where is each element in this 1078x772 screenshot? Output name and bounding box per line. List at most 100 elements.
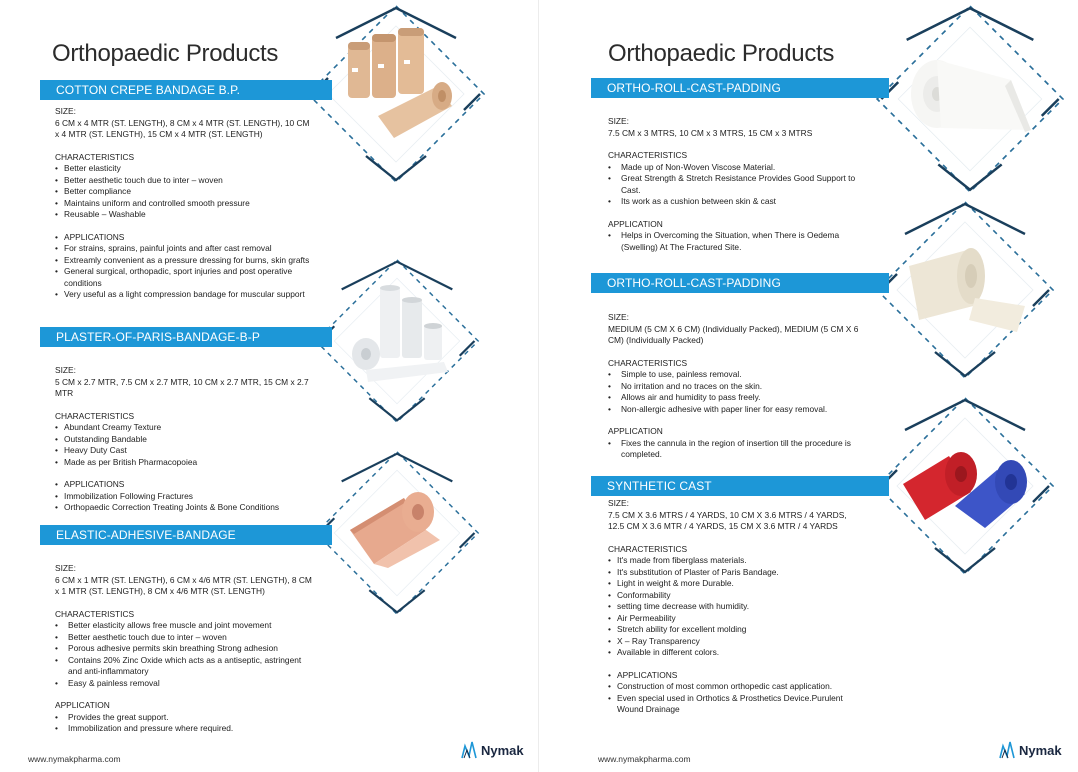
list-item: It's made from fiberglass materials. bbox=[608, 555, 863, 567]
synthetic-cast-image bbox=[903, 452, 1027, 528]
size-label: SIZE: bbox=[55, 365, 76, 375]
list-item: Immobilization Following Fractures bbox=[55, 491, 313, 503]
cotton-crepe-bandage-image bbox=[348, 28, 452, 138]
list-item: Contains 20% Zinc Oxide which acts as a … bbox=[55, 655, 313, 678]
characteristics-label: CHARACTERISTICS bbox=[55, 410, 135, 421]
list-item: Non-allergic adhesive with paper liner f… bbox=[608, 404, 863, 416]
list-item: Very useful as a light compression banda… bbox=[55, 289, 313, 301]
characteristics-label: CHARACTERISTICS bbox=[55, 608, 135, 619]
nymak-logo: Nymak bbox=[460, 740, 524, 760]
plaster-heading: PLASTER-OF-PARIS-BANDAGE-B-P bbox=[40, 327, 332, 347]
roll2-details: SIZE: MEDIUM (5 CM X 6 CM) (Individually… bbox=[608, 312, 863, 461]
list-item: Better aesthetic touch due to inter – wo… bbox=[55, 632, 313, 644]
applications-list: APPLICATIONS For strains, sprains, painf… bbox=[55, 232, 313, 301]
list-item: Orthopaedic Correction Treating Joints &… bbox=[55, 502, 313, 514]
logo-text: Nymak bbox=[481, 742, 524, 758]
ortho-roll-padding-image-1 bbox=[911, 60, 1031, 132]
characteristics-list: Simple to use, painless removal. No irri… bbox=[608, 369, 863, 415]
list-item: Made as per British Pharmacopoiea bbox=[55, 457, 313, 469]
list-item: Allows air and humidity to pass freely. bbox=[608, 392, 863, 404]
list-item: Stretch ability for excellent molding bbox=[608, 624, 863, 636]
list-item: Abundant Creamy Texture bbox=[55, 422, 313, 434]
list-item: Better elasticity bbox=[55, 163, 313, 175]
characteristics-list: Better elasticity allows free muscle and… bbox=[55, 620, 313, 689]
applications-list: APPLICATIONS Construction of most common… bbox=[608, 670, 863, 716]
list-item: Outstanding Bandable bbox=[55, 434, 313, 446]
list-item: No irritation and no traces on the skin. bbox=[608, 381, 863, 393]
characteristics-list: Made up of Non-Woven Viscose Material. G… bbox=[608, 162, 863, 208]
applications-label: APPLICATION bbox=[608, 218, 663, 229]
list-item: X – Ray Transparency bbox=[608, 636, 863, 648]
size-label: SIZE: bbox=[55, 106, 76, 116]
right-page: Orthopaedic Products ORTHO-ROLL-CAST-PAD… bbox=[539, 0, 1078, 772]
characteristics-label: CHARACTERISTICS bbox=[608, 150, 688, 160]
list-item: For strains, sprains, painful joints and… bbox=[55, 243, 313, 255]
list-item: Fixes the cannula in the region of inser… bbox=[608, 438, 863, 461]
list-item: Even special used in Orthotics & Prosthe… bbox=[608, 693, 863, 716]
list-item: Made up of Non-Woven Viscose Material. bbox=[608, 162, 863, 174]
size-label: SIZE: bbox=[608, 498, 629, 508]
plaster-bandage-image bbox=[352, 285, 448, 382]
page-title: Orthopaedic Products bbox=[608, 40, 835, 67]
list-item: Easy & painless removal bbox=[55, 678, 313, 690]
list-item: Better compliance bbox=[55, 186, 313, 198]
list-item: Better elasticity allows free muscle and… bbox=[55, 620, 313, 632]
elastic-heading: ELASTIC-ADHESIVE-BANDAGE bbox=[40, 525, 332, 545]
cotton-heading: COTTON CREPE BANDAGE B.P. bbox=[40, 80, 332, 100]
list-item: Heavy Duty Cast bbox=[55, 445, 313, 457]
roll1-details: SIZE: 7.5 CM x 3 MTRS, 10 CM x 3 MTRS, 1… bbox=[608, 116, 863, 253]
size-text: 6 CM x 4 MTR (ST. LENGTH), 8 CM x 4 MTR … bbox=[55, 117, 310, 140]
size-text: MEDIUM (5 CM X 6 CM) (Individually Packe… bbox=[608, 323, 859, 346]
roll1-heading: ORTHO-ROLL-CAST-PADDING bbox=[591, 78, 889, 98]
list-item: General surgical, orthopadic, sport inju… bbox=[55, 266, 313, 289]
nymak-logo: Nymak bbox=[998, 740, 1062, 760]
ortho-roll-padding-image-2 bbox=[909, 248, 1025, 332]
list-item: Provides the great support. bbox=[55, 712, 313, 724]
characteristics-label: CHARACTERISTICS bbox=[608, 543, 688, 554]
logo-text: Nymak bbox=[1019, 742, 1062, 758]
list-item: Air Permeability bbox=[608, 613, 863, 625]
list-item: It's substitution of Plaster of Paris Ba… bbox=[608, 567, 863, 579]
elastic-adhesive-bandage-image bbox=[350, 492, 440, 568]
elastic-details: SIZE: 6 CM x 1 MTR (ST. LENGTH), 6 CM x … bbox=[55, 563, 313, 735]
list-item: Better aesthetic touch due to inter – wo… bbox=[55, 175, 313, 187]
nymak-logo-mark-icon bbox=[461, 741, 477, 759]
list-item: Available in different colors. bbox=[608, 647, 863, 659]
list-item: Helps in Overcoming the Situation, when … bbox=[608, 230, 863, 253]
synthetic-heading: SYNTHETIC CAST bbox=[591, 476, 889, 496]
left-page: Orthopaedic Products COTTON CREPE BANDAG… bbox=[0, 0, 539, 772]
characteristics-list: Abundant Creamy Texture Outstanding Band… bbox=[55, 422, 313, 468]
list-item: Reusable – Washable bbox=[55, 209, 313, 221]
applications-list: Provides the great support. Immobilizati… bbox=[55, 712, 313, 735]
characteristics-list: Better elasticity Better aesthetic touch… bbox=[55, 163, 313, 221]
list-item: Extreamly convenient as a pressure dress… bbox=[55, 255, 313, 267]
size-text: 5 CM x 2.7 MTR, 7.5 CM x 2.7 MTR, 10 CM … bbox=[55, 376, 309, 399]
synthetic-details: SIZE: 7.5 CM X 3.6 MTRS / 4 YARDS, 10 CM… bbox=[608, 498, 863, 716]
roll2-heading: ORTHO-ROLL-CAST-PADDING bbox=[591, 273, 889, 293]
page-divider bbox=[538, 0, 539, 772]
applications-label: APPLICATIONS bbox=[55, 479, 313, 491]
list-item: Porous adhesive permits skin breathing S… bbox=[55, 643, 313, 655]
page-title: Orthopaedic Products bbox=[52, 40, 279, 67]
website-url: www.nymakpharma.com bbox=[28, 754, 121, 764]
list-item: Great Strength & Stretch Resistance Prov… bbox=[608, 173, 863, 196]
size-text: 7.5 CM x 3 MTRS, 10 CM x 3 MTRS, 15 CM x… bbox=[608, 127, 813, 138]
applications-label: APPLICATIONS bbox=[608, 670, 863, 682]
list-item: Conformability bbox=[608, 590, 863, 602]
list-item: Light in weight & more Durable. bbox=[608, 578, 863, 590]
applications-label: APPLICATIONS bbox=[55, 232, 313, 244]
list-item: Maintains uniform and controlled smooth … bbox=[55, 198, 313, 210]
list-item: Simple to use, painless removal. bbox=[608, 369, 863, 381]
applications-label: APPLICATION bbox=[55, 700, 110, 710]
list-item: setting time decrease with humidity. bbox=[608, 601, 863, 613]
size-label: SIZE: bbox=[55, 563, 76, 573]
website-url: www.nymakpharma.com bbox=[598, 754, 691, 764]
applications-list: Fixes the cannula in the region of inser… bbox=[608, 438, 863, 461]
cotton-details: SIZE: 6 CM x 4 MTR (ST. LENGTH), 8 CM x … bbox=[55, 106, 313, 301]
list-item: Its work as a cushion between skin & cas… bbox=[608, 196, 863, 208]
list-item: Immobilization and pressure where requir… bbox=[55, 723, 313, 735]
characteristics-label: CHARACTERISTICS bbox=[608, 357, 688, 368]
applications-label: APPLICATION bbox=[608, 426, 663, 436]
plaster-details: SIZE: 5 CM x 2.7 MTR, 7.5 CM x 2.7 MTR, … bbox=[55, 365, 313, 514]
size-text: 7.5 CM X 3.6 MTRS / 4 YARDS, 10 CM X 3.6… bbox=[608, 509, 847, 532]
